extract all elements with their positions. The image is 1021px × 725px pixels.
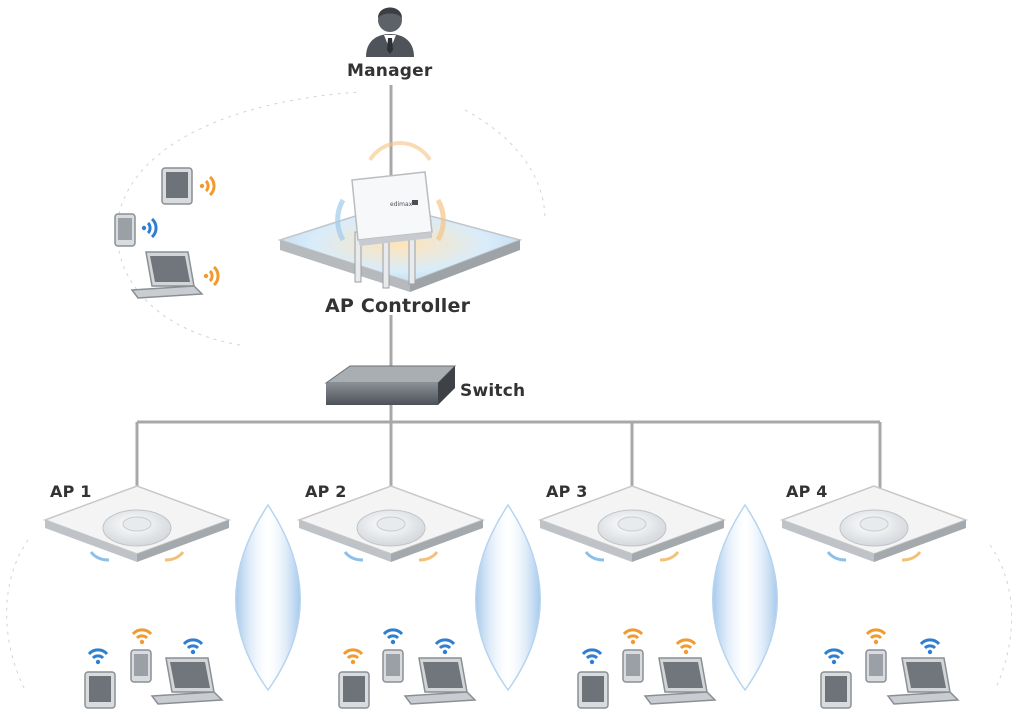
controller-clients: [115, 168, 218, 298]
ap-controller-device-icon: edimax: [280, 143, 520, 292]
manager-label: Manager: [347, 61, 432, 81]
wifi-blue-icon: [921, 640, 939, 654]
ap-1-label: AP 1: [50, 482, 92, 501]
wifi-blue-icon: [384, 630, 402, 644]
tablet-icon: [339, 672, 369, 708]
tablet-icon: [578, 672, 608, 708]
ap-4-label: AP 4: [786, 482, 828, 501]
tablet-icon: [85, 672, 115, 708]
overlap-lens: [236, 505, 301, 690]
phone-icon: [866, 650, 886, 682]
phone-icon: [383, 650, 403, 682]
wifi-orange-icon: [133, 630, 151, 644]
wifi-orange-icon: [200, 177, 214, 195]
wifi-blue-icon: [825, 650, 843, 664]
laptop-icon: [405, 658, 475, 704]
laptop-icon: [645, 658, 715, 704]
tablet-icon: [162, 168, 192, 204]
overlap-lens: [476, 505, 541, 690]
laptop-icon: [152, 658, 222, 704]
tablet-icon: [821, 672, 851, 708]
wifi-blue-icon: [583, 650, 601, 664]
ap1-clients: [85, 630, 222, 708]
wifi-orange-icon: [867, 630, 885, 644]
wifi-orange-icon: [624, 630, 642, 644]
ap2-clients: [339, 630, 475, 708]
laptop-icon: [888, 658, 958, 704]
phone-icon: [131, 650, 151, 682]
ap-3-label: AP 3: [546, 482, 588, 501]
wifi-orange-icon: [204, 267, 218, 285]
phone-icon: [115, 214, 135, 246]
laptop-icon: [132, 252, 202, 298]
ap3-clients: [578, 630, 715, 708]
controller-logo: edimax: [390, 201, 413, 208]
phone-icon: [623, 650, 643, 682]
wifi-blue-icon: [436, 640, 454, 654]
wifi-blue-icon: [142, 219, 156, 237]
network-switch-icon: [326, 366, 455, 405]
ap-2-label: AP 2: [305, 482, 347, 501]
ap4-clients: [821, 630, 958, 708]
connection-lines: [137, 85, 880, 488]
manager-person-icon: [366, 8, 414, 58]
wifi-orange-icon: [677, 640, 695, 654]
wifi-blue-icon: [184, 640, 202, 654]
wifi-blue-icon: [89, 650, 107, 664]
switch-label: Switch: [460, 381, 525, 401]
ap-controller-label: AP Controller: [325, 295, 470, 317]
overlap-lens: [713, 505, 778, 690]
wifi-orange-icon: [344, 650, 362, 664]
